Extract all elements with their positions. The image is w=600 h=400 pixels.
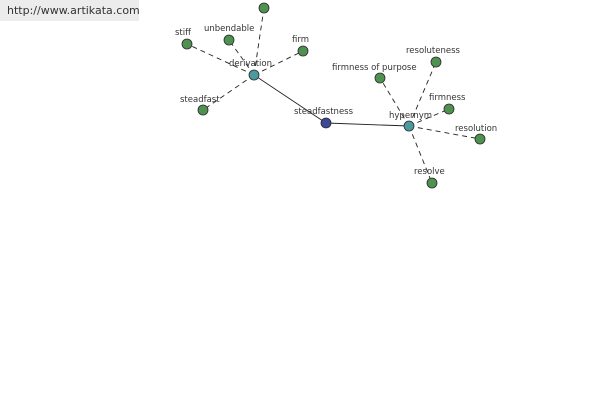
labels-layer: steadfastness derivation hypernym stiff unbe… [175, 24, 497, 177]
edge-derivation-firm [253, 50, 304, 76]
edge-derivation-stiff [186, 43, 255, 76]
edge-derivation-steadfast [202, 74, 255, 111]
node-resolve[interactable] [426, 177, 438, 189]
edges-layer [186, 7, 481, 184]
node-stiff[interactable] [181, 38, 193, 50]
nodes-layer [181, 2, 486, 189]
edge-derivation-unbendable [228, 39, 255, 76]
node-steadfast[interactable] [197, 104, 209, 116]
node-label-stiff: stiff [175, 28, 192, 38]
node-label-firmness-of-purpose: firmness of purpose [332, 63, 417, 73]
node-firmness-of-purpose[interactable] [374, 72, 386, 84]
node-label-derivation: derivation [229, 59, 272, 69]
node-label-unbendable: unbendable [204, 24, 254, 34]
edge-hypernym-firmness [408, 108, 450, 127]
node-unbendable[interactable] [223, 34, 235, 46]
edge-derivation-top-node [253, 7, 265, 76]
node-resoluteness[interactable] [430, 56, 442, 68]
node-firmness[interactable] [443, 103, 455, 115]
source-url-watermark: http://www.artikata.com [0, 0, 140, 21]
node-resolution[interactable] [474, 133, 486, 145]
node-top-node[interactable] [258, 2, 270, 14]
edge-hypernym-resolution [408, 125, 481, 140]
node-label-steadfast: steadfast [180, 95, 220, 105]
node-steadfastness[interactable] [320, 117, 332, 129]
node-firm[interactable] [297, 45, 309, 57]
node-label-firm: firm [292, 35, 309, 45]
edge-hypernym-firmness-of-purpose [379, 77, 410, 127]
node-label-resolution: resolution [455, 124, 497, 134]
node-label-resoluteness: resoluteness [406, 46, 461, 56]
edge-hypernym-resoluteness [408, 61, 437, 127]
node-hypernym[interactable] [403, 120, 415, 132]
edge-hypernym-resolve [408, 125, 433, 184]
edge-steadfastness-derivation [253, 74, 327, 124]
edge-steadfastness-hypernym [325, 122, 410, 127]
node-derivation[interactable] [248, 69, 260, 81]
node-label-hypernym: hypernym [389, 111, 432, 121]
node-label-firmness: firmness [429, 93, 466, 103]
node-label-steadfastness: steadfastness [294, 107, 354, 117]
node-label-resolve: resolve [414, 167, 445, 177]
